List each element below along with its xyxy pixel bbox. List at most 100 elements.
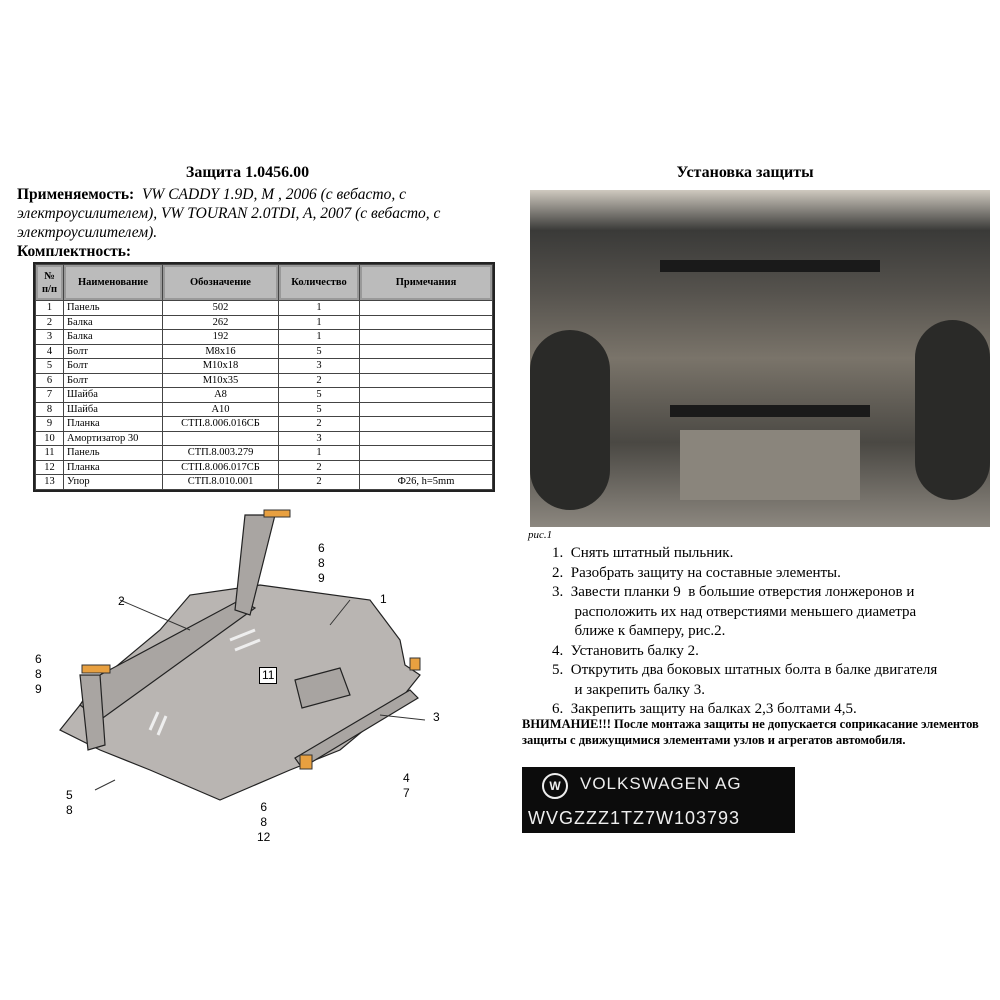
table-cell: Болт (64, 373, 162, 387)
table-cell: 5 (36, 359, 63, 373)
column-header: Примечания (360, 265, 492, 300)
product-title: Защита 1.0456.00 (185, 164, 310, 181)
table-cell: 1 (279, 301, 359, 315)
table-cell: Болт (64, 359, 162, 373)
table-cell: 8 (36, 402, 63, 416)
table-cell: Балка (64, 315, 162, 329)
applicability: Применяемость: VW CADDY 1.9D, M , 2006 (… (17, 185, 497, 242)
table-cell: A8 (163, 388, 278, 402)
column-header: № п/п (36, 265, 63, 300)
table-cell: 12 (36, 460, 63, 474)
column-header: Обозначение (163, 265, 278, 300)
table-cell: 2 (279, 460, 359, 474)
table-cell: 4 (36, 344, 63, 358)
table-cell (360, 460, 492, 474)
table-cell: 1 (279, 446, 359, 460)
table-cell: Упор (64, 475, 162, 489)
table-cell: Амортизатор 30 (64, 431, 162, 445)
plate-vin: WVGZZZ1TZ7W103793 (528, 808, 741, 828)
callout-2: 2 (118, 594, 125, 608)
table-cell: 6 (36, 373, 63, 387)
step-item: расположить их над отверстиями меньшего … (552, 603, 917, 620)
table-cell (360, 431, 492, 445)
table-cell: 2 (279, 417, 359, 431)
table-cell (360, 344, 492, 358)
installation-photo (530, 190, 990, 527)
callout-6-8-9-left: 6 8 9 (35, 652, 42, 696)
step-item: 4. Установить балку 2. (552, 642, 699, 659)
callout-5-8: 5 8 (66, 788, 73, 817)
step-item: 2. Разобрать защиту на составные элемент… (552, 564, 841, 581)
table-cell: Планка (64, 460, 162, 474)
table-cell: 3 (279, 359, 359, 373)
step-item: 3. Завести планки 9 в большие отверстия … (552, 584, 915, 600)
table-cell: 502 (163, 301, 278, 315)
column-header: Количество (279, 265, 359, 300)
table-cell: M10x35 (163, 373, 278, 387)
table-cell: 192 (163, 330, 278, 344)
callout-6-8-12: 6 8 12 (257, 800, 271, 844)
table-cell: 13 (36, 475, 63, 489)
table-cell (360, 330, 492, 344)
table-cell: 5 (279, 402, 359, 416)
table-cell: Шайба (64, 402, 162, 416)
table-cell: Шайба (64, 388, 162, 402)
plate-9-left (79, 674, 106, 751)
table-cell (163, 431, 278, 445)
table-cell (360, 301, 492, 315)
table-cell: Болт (64, 344, 162, 358)
callout-3: 3 (433, 710, 440, 724)
step-item: 5. Открутить два боковых штатных болта в… (552, 662, 938, 678)
table-cell: 3 (36, 330, 63, 344)
applicability-text: VW CADDY 1.9D, M , 2006 (с вебасто, с эл… (17, 186, 441, 241)
table-cell: 1 (279, 330, 359, 344)
table-cell: 1 (36, 301, 63, 315)
step-item: 6. Закрепить защиту на балках 2,3 болтам… (552, 701, 857, 717)
table-cell: СТП.8.010.001 (163, 475, 278, 489)
callout-4-7: 4 7 (403, 771, 410, 800)
callout-11: 11 (259, 667, 278, 684)
step-item: 1. Снять штатный пыльник. (552, 545, 734, 561)
callout-6-8-9-right: 6 8 9 (318, 541, 325, 585)
table-cell: 5 (279, 344, 359, 358)
table-cell: 10 (36, 431, 63, 445)
table-cell: Панель (64, 301, 162, 315)
table-cell (360, 402, 492, 416)
table-cell: M10x18 (163, 359, 278, 373)
table-cell: 2 (36, 315, 63, 329)
table-cell: 2 (279, 373, 359, 387)
table-cell (360, 359, 492, 373)
photo-caption: рис.1 (528, 529, 553, 541)
table-cell: Ф26, h=5mm (360, 475, 492, 489)
table-cell: 3 (279, 431, 359, 445)
vw-logo-icon: W (542, 773, 568, 799)
table-cell (360, 373, 492, 387)
table-cell: 9 (36, 417, 63, 431)
assembly-drawing (59, 509, 426, 801)
table-cell: A10 (163, 402, 278, 416)
step-item: и закрепить балку 3. (552, 681, 706, 698)
callout-1: 1 (380, 592, 387, 606)
table-cell: 1 (279, 315, 359, 329)
table-cell (360, 315, 492, 329)
table-cell: СТП.8.006.017СБ (163, 460, 278, 474)
column-header: Наименование (64, 265, 162, 300)
kit-label: Комплектность: (17, 243, 132, 260)
applicability-label: Применяемость: (17, 186, 135, 203)
table-cell (360, 417, 492, 431)
vin-plate: W VOLKSWAGEN AG WVGZZZ1TZ7W103793 (522, 767, 795, 833)
table-cell: 11 (36, 446, 63, 460)
table-cell: M8x16 (163, 344, 278, 358)
panel-11 (294, 667, 351, 709)
